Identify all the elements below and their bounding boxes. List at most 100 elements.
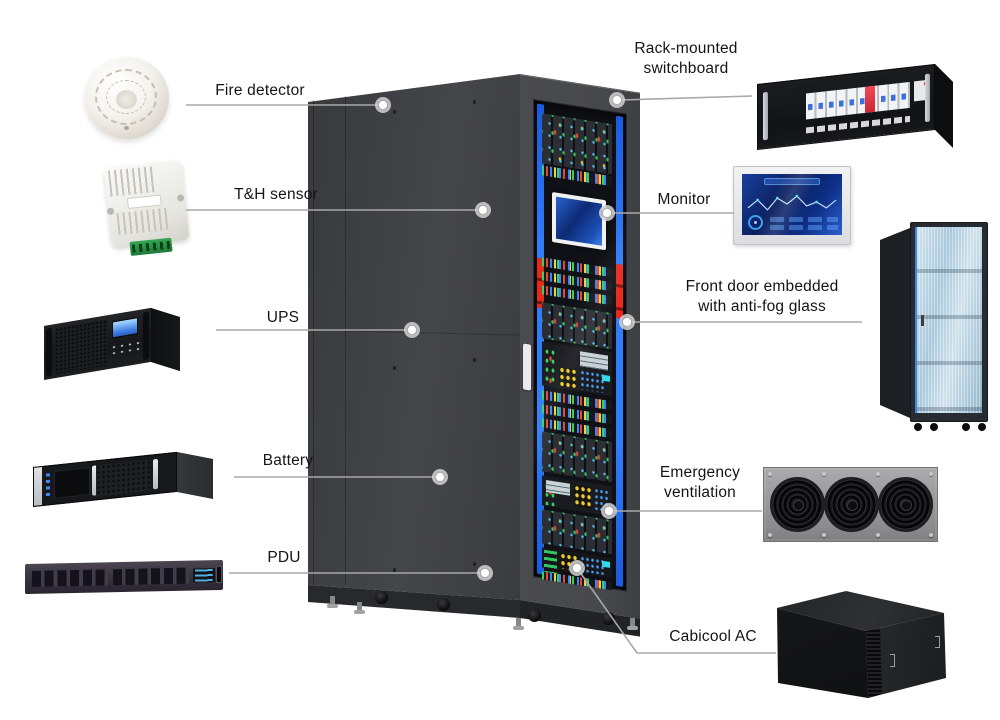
screw [876,533,880,537]
pdu-image [25,559,223,595]
rack-ear [34,467,42,506]
matrix-leds [594,487,610,512]
label-ups: UPS [266,309,300,326]
screen-glare [742,174,842,235]
label-switchboard: Rack-mounted switchboard [634,40,738,77]
status-leds [544,346,557,385]
screw-hole [393,366,396,370]
ventilation-fans-image [763,467,938,542]
caster-wheel [602,612,615,625]
rack-handle [763,91,768,141]
switchboard-image [748,56,958,164]
matrix-leds [580,555,604,576]
door-led-strip-right [616,115,623,587]
caster-wheel [528,609,541,622]
keypad [559,366,576,389]
label-ventilation: Emergency ventilation [659,464,741,501]
label-th-sensor: T&H sensor [234,186,318,203]
door-led-strip-left [537,103,544,575]
screw [822,472,826,476]
label-ac: Cabicool AC [669,628,757,645]
fan [824,477,879,532]
label-monitor: Monitor [657,191,711,208]
cabinet-side-seam [345,96,346,585]
screw [822,533,826,537]
battery-side-face [177,452,213,499]
screw-hole [393,568,396,572]
pdu-label-area [193,568,215,583]
detector-center [116,90,137,109]
screw [768,472,772,476]
rack-handle [925,73,930,123]
battery-leds [46,473,50,498]
ac-handle [935,636,940,648]
terminal-led-row [542,390,612,411]
cabinet-side-panel [308,74,520,600]
sensor-vent-slots [107,166,157,197]
ac-handle [890,654,895,667]
control-panel [542,547,612,579]
terminal-led-row [542,571,612,591]
keypad [574,484,591,509]
detector-vent-ring [95,69,157,125]
caster-wheel [375,591,388,604]
leveling-foot [513,618,524,630]
cabinet-side-seam [313,100,314,583]
smart-cabinet [305,70,650,660]
alarm-led-right [616,263,623,319]
circuit-labels [806,115,910,134]
ups-lcd-screen [112,317,138,339]
dashboard-line-chart [747,194,837,211]
fire-detector-image [85,57,169,139]
matrix-leds [580,369,604,394]
terminal-led-row [542,285,612,306]
breaker-bank [542,431,612,483]
screw-hole [473,562,476,566]
screw-hole [473,100,476,104]
dashboard-gauge [748,215,763,230]
terminal-led-row [542,418,612,439]
cyan-indicator [602,374,610,382]
cabicool-ac-image [766,584,952,716]
ups-side-face [151,308,180,372]
leveling-foot [327,596,338,608]
ups-buttons [110,339,142,357]
switchboard-front-panel [757,64,935,150]
pdu-outlet-group [113,567,189,586]
ups-image [38,297,220,385]
dashboard-title-bar [764,178,820,185]
rack-handle [46,327,52,377]
embedded-monitor-screen [556,196,602,246]
switchboard-side-face [935,64,953,148]
label-fire-detector: Fire detector [215,82,305,99]
th-sensor-image [99,158,194,258]
screw-hole [393,110,396,114]
battery-image [25,441,230,513]
ups-front-panel [44,307,151,380]
terminal-led-row [542,271,612,292]
label-front-door: Front door embedded with anti-fog glass [685,278,839,315]
breaker-row [806,81,910,120]
rack-open-side-panel [880,228,910,418]
label-battery: Battery [262,452,314,469]
leveling-foot [627,618,638,630]
dashboard-tiles [770,225,838,230]
screw [929,472,933,476]
screw [768,533,772,537]
control-panel [542,341,612,397]
terminal-block [129,237,173,256]
caster-wheel [978,423,986,431]
dashboard-tiles [770,217,838,222]
embedded-monitor [552,191,606,251]
door-handle [921,315,924,326]
detector-vent-ring [106,80,146,114]
cabinet-front-door [520,74,640,619]
red-breaker [865,85,875,113]
monitor-image [733,166,851,245]
screw-hole [473,358,476,362]
green-bar-leds [544,549,557,578]
rack-handle [143,311,149,361]
door-handle [523,343,531,391]
caster-wheel [914,423,922,431]
anti-fog-glass-window [533,99,627,592]
